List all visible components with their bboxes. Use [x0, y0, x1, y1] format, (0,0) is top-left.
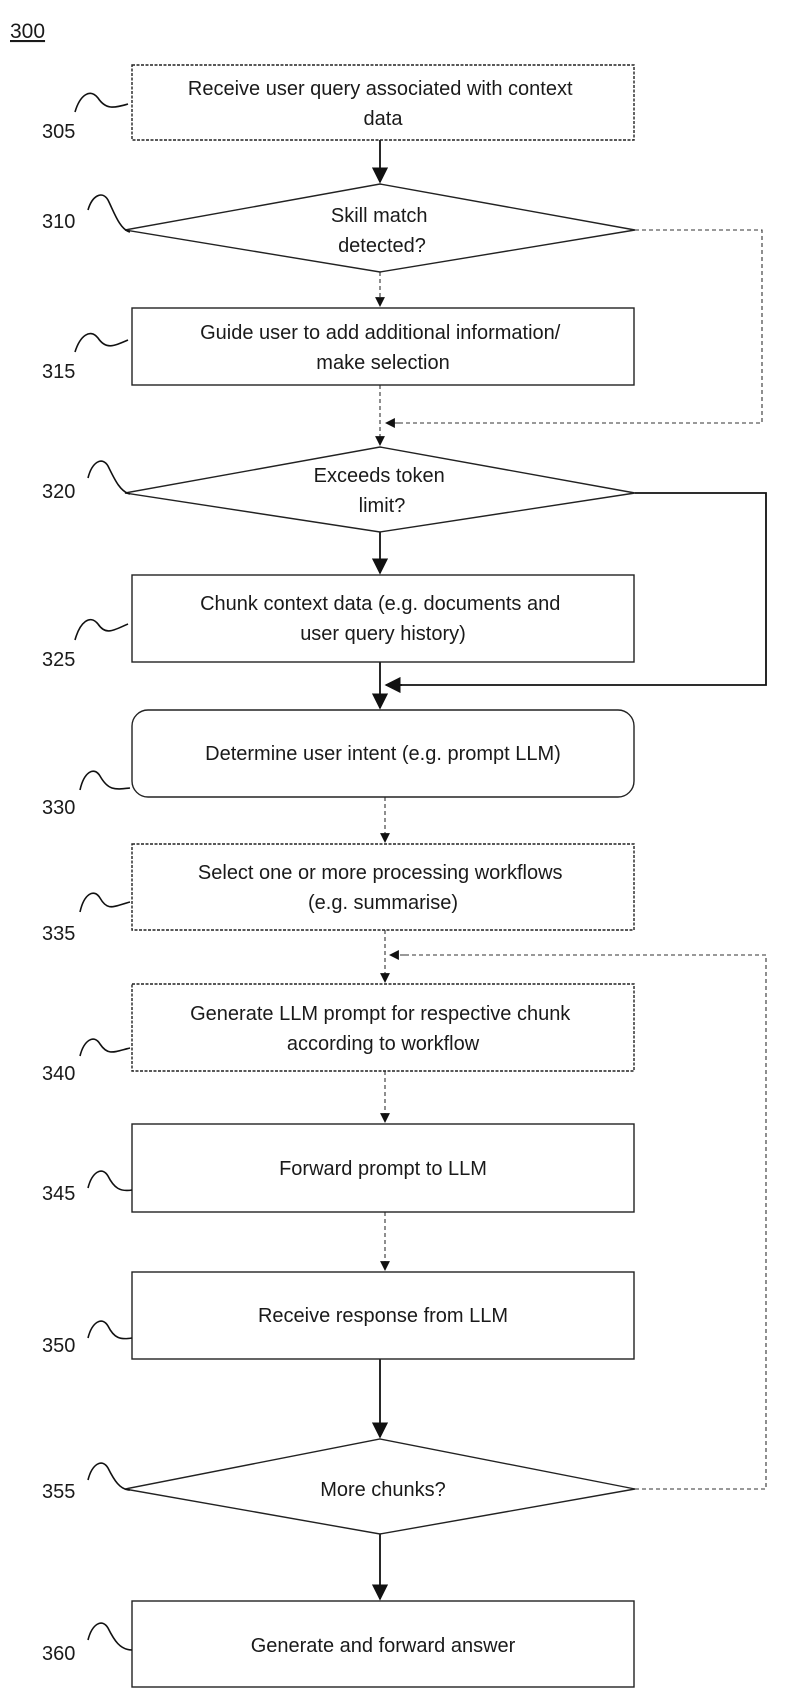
svg-text:350: 350 [42, 1335, 75, 1357]
ref-340: 340 [42, 1039, 130, 1085]
ref-345: 345 [42, 1171, 132, 1205]
ref-310: 310 [42, 195, 130, 233]
ref-360: 360 [42, 1623, 132, 1665]
step-355-text: More chunks? [320, 1479, 446, 1501]
step-340-box [132, 984, 634, 1071]
ref-355: 355 [42, 1463, 130, 1503]
step-345-text: Forward prompt to LLM [279, 1158, 487, 1180]
step-310-diamond [125, 184, 635, 272]
svg-text:360: 360 [42, 1643, 75, 1665]
step-350-text: Receive response from LLM [258, 1305, 508, 1327]
ref-335: 335 [42, 893, 130, 945]
svg-text:355: 355 [42, 1481, 75, 1503]
svg-text:310: 310 [42, 211, 75, 233]
step-330-text: Determine user intent (e.g. prompt LLM) [205, 743, 561, 765]
svg-text:330: 330 [42, 797, 75, 819]
svg-text:305: 305 [42, 121, 75, 143]
svg-text:345: 345 [42, 1183, 75, 1205]
svg-text:320: 320 [42, 481, 75, 503]
ref-350: 350 [42, 1321, 132, 1357]
ref-315: 315 [42, 334, 128, 383]
svg-text:335: 335 [42, 923, 75, 945]
step-360-text: Generate and forward answer [251, 1635, 516, 1657]
ref-305: 305 [42, 93, 128, 143]
svg-text:340: 340 [42, 1063, 75, 1085]
ref-320: 320 [42, 461, 130, 503]
svg-text:315: 315 [42, 361, 75, 383]
step-335-box [132, 844, 634, 930]
step-320-diamond [125, 447, 635, 532]
ref-325: 325 [42, 620, 128, 671]
svg-text:325: 325 [42, 649, 75, 671]
ref-330: 330 [42, 771, 130, 819]
step-325-box [132, 575, 634, 662]
figure-number: 300 [10, 20, 45, 43]
